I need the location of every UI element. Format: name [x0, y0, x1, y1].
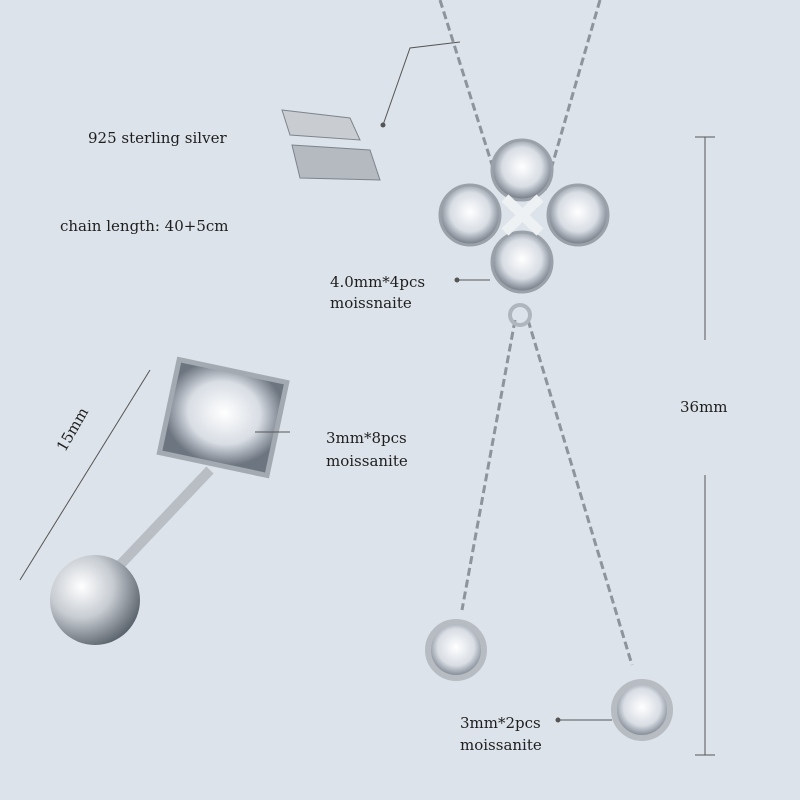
chain-length-label: chain length: 40+5cm — [60, 217, 229, 235]
silver-swatch — [281, 109, 381, 181]
stud-earring — [50, 356, 290, 645]
drop-stone-size-label: 3mm*2pcs — [460, 714, 541, 732]
drop-stone-type-label: moissanite — [460, 736, 542, 754]
drop-stones — [425, 619, 673, 741]
center-stone-size-label: 4.0mm*4pcs — [330, 273, 426, 291]
clover-pendant — [438, 138, 610, 327]
pendant-length-label: 36mm — [680, 398, 728, 416]
center-stone-type-label: moissnaite — [330, 294, 412, 312]
callout-lines — [19, 41, 715, 756]
earring-stone-size-label: 3mm*8pcs — [326, 429, 407, 447]
material-label: 925 sterling silver — [88, 129, 227, 147]
necklace-chain — [438, 0, 634, 666]
earring-stone-type-label: moissanite — [326, 452, 408, 470]
